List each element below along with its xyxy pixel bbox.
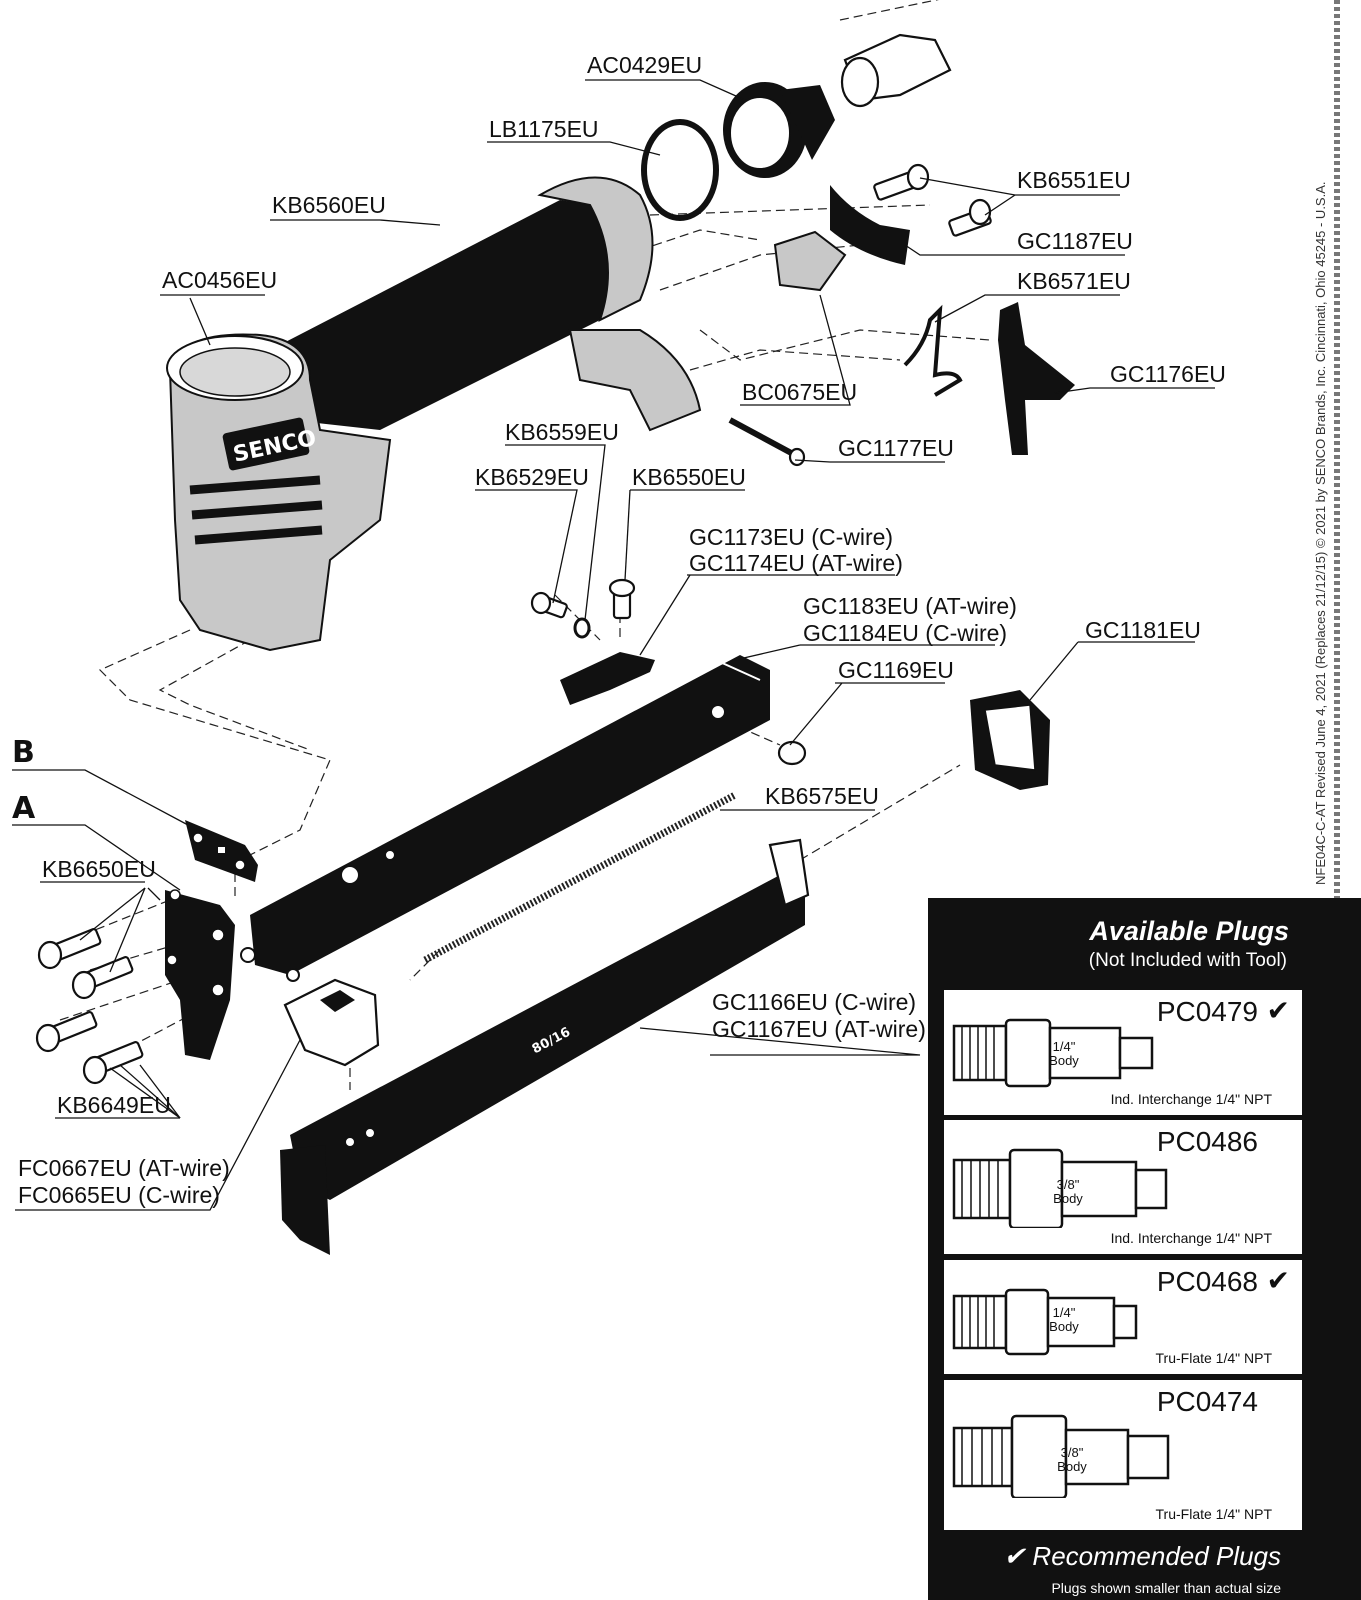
label-ac0456eu: AC0456EU <box>162 267 277 293</box>
plug-body-word: Body <box>1049 1053 1079 1068</box>
label-kb6560eu: KB6560EU <box>272 192 386 218</box>
label-gc1174eu: GC1174EU (AT-wire) <box>689 550 903 576</box>
label-kb6649eu: KB6649EU <box>57 1092 171 1118</box>
label-gc1184eu: GC1184EU (C-wire) <box>803 620 1007 646</box>
label-kb6529eu: KB6529EU <box>475 464 589 490</box>
label-fc0667eu: FC0667EU (AT-wire) <box>18 1155 230 1181</box>
label-kb6571eu: KB6571EU <box>1017 268 1131 294</box>
label-gc1181eu: GC1181EU <box>1085 617 1201 643</box>
label-gc1167eu: GC1167EU (AT-wire) <box>712 1016 926 1042</box>
magazine-assembly: 80/16 <box>35 655 810 1255</box>
label-gc1187eu: GC1187EU <box>1017 228 1133 254</box>
plug-pc0468-icon <box>952 1288 1138 1356</box>
recommended-plugs-legend: ✔ Recommended Plugs <box>1003 1541 1281 1571</box>
leader-lines <box>12 79 1215 1211</box>
plug-card-pc0468: PC0468 ✔ 1/4" Body Tru-Flate 1/4" NPT <box>944 1260 1302 1374</box>
label-kb6575eu: KB6575EU <box>765 783 879 809</box>
recommended-plugs-note: Plugs shown smaller than actual size <box>1051 1580 1281 1596</box>
plug-body-word: Body <box>1049 1319 1079 1334</box>
callout-b: B <box>12 735 35 770</box>
plug-code: PC0486 <box>1156 1126 1258 1157</box>
label-ac0429eu: AC0429EU <box>587 52 702 78</box>
plug-code: PC0479 <box>1156 996 1258 1027</box>
plug-body-word: Body <box>1057 1459 1087 1474</box>
part-labels: AC0429EU LB1175EU KB6560EU KB6551EU GC11… <box>12 52 1226 1208</box>
plug-pc0479-icon <box>952 1018 1154 1088</box>
label-gc1183eu: GC1183EU (AT-wire) <box>803 593 1017 619</box>
plug-pc0486-icon <box>952 1148 1168 1228</box>
plug-card-pc0474: PC0474 3/8" Body Tru-Flate 1/4" NPT <box>944 1380 1302 1530</box>
plug-body-size: 1/4" <box>1052 1039 1076 1054</box>
middle-small-parts <box>423 578 1050 964</box>
plug-body-size: 3/8" <box>1056 1177 1080 1192</box>
label-gc1176eu: GC1176EU <box>1110 361 1226 387</box>
plugs-subtitle: (Not Included with Tool) <box>1088 950 1287 971</box>
plug-description: Ind. Interchange 1/4" NPT <box>1110 1091 1272 1107</box>
plug-description: Tru-Flate 1/4" NPT <box>1155 1350 1272 1366</box>
plug-description: Tru-Flate 1/4" NPT <box>1155 1506 1272 1522</box>
plugs-title: Available Plugs <box>1089 916 1289 946</box>
label-gc1169eu: GC1169EU <box>838 657 954 683</box>
available-plugs-panel: Available Plugs (Not Included with Tool)… <box>928 898 1361 1600</box>
label-gc1166eu: GC1166EU (C-wire) <box>712 989 916 1015</box>
plug-card-pc0486: PC0486 3/8" Body Ind. Interchange 1/4" N… <box>944 1120 1302 1254</box>
tool-housing: SENCO <box>166 176 702 652</box>
plug-code: PC0468 <box>1156 1266 1258 1297</box>
plug-card-pc0479: PC0479 ✔ 1/4" Body Ind. Interchange 1/4"… <box>944 990 1302 1115</box>
plug-code: PC0474 <box>1156 1386 1258 1417</box>
label-kb6551eu: KB6551EU <box>1017 167 1131 193</box>
plug-body-size: 1/4" <box>1052 1305 1076 1320</box>
label-kb6559eu: KB6559EU <box>505 419 619 445</box>
label-gc1177eu: GC1177EU <box>838 435 954 461</box>
recommended-check-icon: ✔ <box>1266 995 1290 1026</box>
label-kb6550eu: KB6550EU <box>632 464 746 490</box>
label-kb6650eu: KB6650EU <box>42 856 156 882</box>
rear-fittings <box>641 33 1075 467</box>
label-bc0675eu: BC0675EU <box>742 379 857 405</box>
label-fc0665eu: FC0665EU (C-wire) <box>18 1182 220 1208</box>
revision-copyright-note: NFE04C-C-AT Revised June 4, 2021 (Replac… <box>1313 181 1328 886</box>
plug-description: Ind. Interchange 1/4" NPT <box>1110 1230 1272 1246</box>
label-lb1175eu: LB1175EU <box>489 116 599 142</box>
plug-body-word: Body <box>1053 1191 1083 1206</box>
callout-a: A <box>12 791 36 826</box>
label-gc1173eu: GC1173EU (C-wire) <box>689 524 893 550</box>
recommended-check-icon: ✔ <box>1266 1265 1290 1296</box>
plug-body-size: 3/8" <box>1060 1445 1084 1460</box>
plug-pc0474-icon <box>952 1414 1170 1498</box>
